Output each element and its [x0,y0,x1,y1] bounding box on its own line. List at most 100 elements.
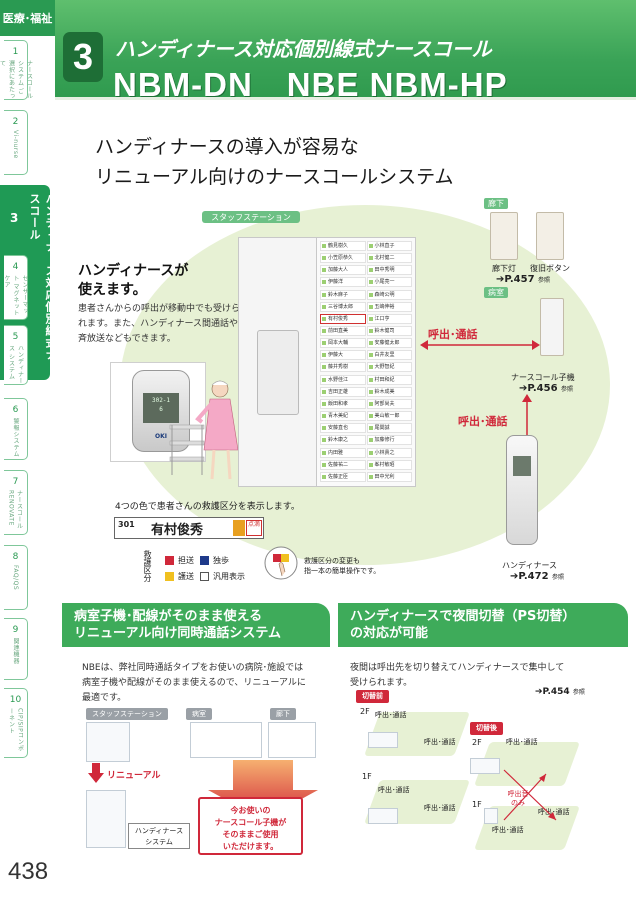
room-tag: 病室 [484,287,508,298]
tab-number: 6 [12,405,19,415]
swatch-red [165,556,174,565]
nameboard-entry: 大野智紀 [366,362,412,373]
renewal-box-title: 病室子機･配線がそのまま使える リニューアル向け同時通話システム [62,603,330,647]
patient-nameboard: 鶴見樹久小林直子小笠原恭久北村健二加藤大人田中秀明伊藤洋小尾亮一鈴木麻子森崎公明… [316,237,416,487]
nameboard-entry: 森崎公明 [366,289,412,300]
tag-staff-station: スタッフステーション [86,708,168,720]
before-2f-station-image [368,732,398,748]
sidebar-tab-9[interactable]: 9 関連機器 [4,618,28,680]
sidebar-tab-4[interactable]: 4 センサーマット マグネットケア [3,255,28,320]
night-title-line-1: ハンディナースで夜間切替（PS切替） [350,609,576,624]
nameboard-entry: 加藤大人 [320,265,366,276]
nameboard-entry: 五嶋伸裕 [366,301,412,312]
sidebar-tab-8[interactable]: 8 FAQ/QS [4,545,28,610]
compatibility-callout: 今お使いの ナースコール子機が そのままご使用 いただけます。 [198,797,303,855]
lead-heading-line-2: 使えます。 [78,282,147,298]
sidebar-tab-5[interactable]: 5 ハンディナース システム [4,325,28,385]
after-floor-1f: 1F [472,800,482,809]
night-ref: ➔P.454 参照 [535,687,585,697]
nameboard-entry: 小林貴之 [366,447,412,458]
hall-light-caption: 廊下灯 [492,264,516,273]
sidebar-tab-10[interactable]: 10 CIP/SIPコンポーネント [4,688,28,758]
lead-heading: ハンディナースが 使えます。 [78,262,188,300]
model-names: NBM-DN NBE NBM-HP [113,66,508,103]
bedside-unit-image [540,298,564,356]
tab-number: 10 [9,695,22,705]
nameboard-entry: 飯田和孝 [320,398,366,409]
change-note-line-1: 救護区分の変更も [304,557,360,565]
hall-ref-suffix: 参照 [538,277,551,284]
renewal-body-line-3: 最適です。 [82,693,127,703]
after-call-label-1: 呼出･通話 [506,738,538,746]
change-note: 救護区分の変更も 指一本の簡単操作です。 [304,556,380,576]
switch-arrows-icon [503,769,557,821]
nameboard-entry: 水野佳江 [320,374,366,385]
tab-label: ハンディナース対応個別線式ナースコール [28,193,57,373]
page-title: ハンディナース対応個別線式ナースコール [115,37,492,61]
night-body-line-2: 受けられます。 [350,678,413,688]
before-call-label-4: 呼出･通話 [424,804,456,812]
legend-item-4: 汎用表示 [213,572,245,581]
handy-ref-suffix: 参照 [552,574,565,581]
nameboard-entry: 岡本大輔 [320,338,366,349]
handset-screen-line-2: 6 [159,406,163,413]
sidebar-tab-6[interactable]: 6 警報システム [4,398,28,460]
nameboard-entry: 白井友里 [366,350,412,361]
nameboard-entry: 安藤直也 [320,423,366,434]
tagline-line-1: ハンディナースの導入が容易な [95,136,359,158]
handy-nurse-handset-image: 302-1 6 OKI [132,370,190,452]
night-title-line-2: の対応が可能 [350,626,429,641]
tab-number: 4 [12,262,19,272]
rescue-category-label: 救護区分 [143,550,152,582]
down-arrow-icon [88,763,104,783]
tab-label: ハンディナース システム [7,345,24,384]
nameboard-entry: 小笠原恭久 [320,253,366,264]
plate-room-number: 301 [118,520,135,529]
before-call-label-1: 呼出･通話 [375,711,407,719]
tab-number: 3 [10,211,19,225]
nameboard-entry: 鈴木康之 [320,435,366,446]
night-ref-suffix: 参照 [572,689,585,696]
hall-ref-page: ➔P.457 [496,274,535,285]
system-line-1: ハンディナース [134,827,184,835]
before-floor-2f: 2F [360,707,370,716]
sidebar-tab-1[interactable]: 1 ナースコールシステム ご選択にあたって [0,40,33,100]
renewal-label: リニューアル [107,771,161,781]
sidebar-tab-7[interactable]: 7 ナースコールRENOVATE [4,470,28,535]
nameboard-entry: 北村健二 [366,253,412,264]
tab-number: 5 [12,332,19,342]
ring-only-label: 呼出音のみ [507,790,529,807]
renewal-title-line-2: リニューアル向け同時通話システム [74,626,281,641]
swatch-yellow [165,572,174,581]
tab-label: ナースコールRENOVATE [7,490,23,529]
nameboard-entry: 有村俊秀 [320,313,366,324]
tab-number: 1 [12,47,19,57]
nameboard-entry: 美山敏一郎 [366,411,412,422]
nameboard-entry: 青木美紀 [320,411,366,422]
tab-label: センサーマット マグネットケア [3,275,28,317]
finger-touch-icon [264,546,298,580]
after-floor-2f: 2F [472,738,482,747]
handset-brand: OKI [155,433,167,440]
section-sidebar: 医療･福祉 1 ナースコールシステム ご選択にあたって 2 Vi-nurse 3… [0,0,57,900]
lead-body: 患者さんからの呼出が移動中でも受けられます。また、ハンディナース間通話や一斉放送… [78,304,248,344]
bedside-unit-caption: ナースコール子機 [511,373,575,382]
tab-number: 2 [12,117,19,127]
handset-screen-line-1: 302-1 [151,397,171,404]
tab-number: 8 [12,552,19,562]
sidebar-tab-2[interactable]: 2 Vi-nurse [4,110,28,175]
lead-heading-line-1: ハンディナースが [78,263,189,279]
tab-label: CIP/SIPコンポーネント [7,708,24,752]
handy-nurse-caption: ハンディナース [502,561,558,570]
legend-item-2: 独歩 [213,556,229,565]
bedside-ref-suffix: 参照 [561,386,574,393]
tab-label: 警報システム [12,418,19,457]
master-station-handset [257,330,299,415]
nameboard-entry: 江口亨 [366,313,412,324]
callout-line-4: いただけます。 [222,842,279,851]
hallway-tag: 廊下 [484,198,508,209]
name-plate: 301 有村俊秀 点滴 [114,517,264,539]
nameboard-entry: 阿部尚夫 [366,398,412,409]
plate-iv-lamp: 点滴 [246,520,262,536]
section-number-badge: 3 [63,32,103,82]
